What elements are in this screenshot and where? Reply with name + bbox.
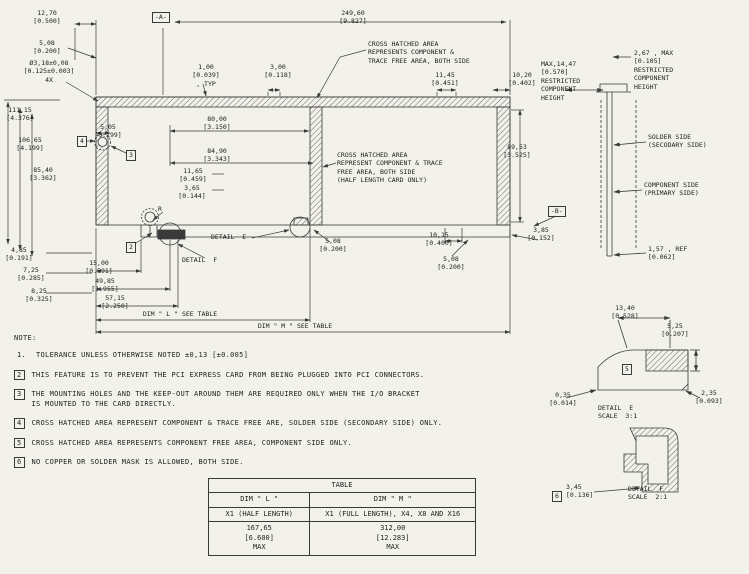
detail-e-view [565,315,701,399]
dim-7-25: 7,25 [0.285] [17,266,45,283]
dim-table-col-l-header: DIM " L " [207,492,311,508]
radius-label: R [158,205,162,213]
notes-section: NOTE: 1. TOLERANCE UNLESS OTHERWISE NOTE… [14,334,574,477]
dim-5-05: 5,05 [0.199] [94,123,122,140]
callout-hatch-top: CROSS HATCHED AREA REPRESENTS COMPONENT … [368,40,470,65]
note-text-1: TOLERANCE UNLESS OTHERWISE NOTED ±0,13 [… [36,351,249,360]
thickness-ref-label: 1,57 , REF [0.062] [648,245,688,262]
detail-f-caption: DETAIL F SCALE 2:1 [628,485,668,502]
detail-e-dim-0-35: 0,35 [0.014] [549,391,577,408]
dim-15-00: 15,00 [0.591] [85,259,113,276]
note-item-3: 3 THE MOUNTING HOLES AND THE KEEP-OUT AR… [14,389,574,409]
dim-table-title: TABLE [208,477,476,494]
restricted-height-right-label: 2,67 , MAX [0.105] RESTRICTED COMPONENT … [634,49,674,91]
note-text-6: NO COPPER OR SOLDER MASK IS ALLOWED, BOT… [31,458,244,467]
dim-3-00: 3,00 [0.118] [264,63,292,80]
bracket-side-view [565,54,647,257]
dim-57-15: 57,15 [2.250] [101,294,129,311]
dim-249-60: 249,60 [9.827] [339,9,367,26]
note-flag-5: 5 [622,364,632,376]
dim-table-col-m-header: DIM " M " [309,492,476,508]
dim-m-see-table: DIM " M " SEE TABLE [257,322,333,330]
notes-heading: NOTE: [14,334,37,342]
dim-1-00-typ: 1,00 [0.039] , TYP [192,63,220,88]
dim-85-40: 85,40 [3.362] [29,166,57,183]
dim-12-70: 12,70 [0.500] [33,9,61,26]
note-number-6: 6 [14,457,25,468]
dim-11-65: 11,65 [0.459] [179,167,207,184]
note-flag-2: 2 [126,242,136,254]
dim-8-25: 8,25 [0.325] [25,287,53,304]
detail-e-reference: DETAIL E [211,233,247,241]
dim-10-20: 10,20 [0.402] [508,71,536,88]
dim-table-col-m-value: 312,00 [12.283] MAX [309,521,476,556]
dim-hole-diameter: Ø3,18±0,08 [0.125±0.003] 4X [23,59,75,84]
detail-f-dim-3-45: 3,45 [0.136] [566,483,594,500]
dim-table: TABLE DIM " L " DIM " M " X1 (HALF LENGT… [207,477,476,556]
note-item-6: 6 NO COPPER OR SOLDER MASK IS ALLOWED, B… [14,457,574,468]
note-item-5: 5 CROSS HATCHED AREA REPRESENTS COMPONEN… [14,437,574,449]
note-flag-6: 6 [552,491,562,503]
note-flag-3: 3 [126,150,136,162]
note-number-3: 3 [14,389,25,400]
note-text-5: CROSS HATCHED AREA REPRESENTS COMPONENT … [31,438,353,447]
solder-side-label: SOLDER SIDE (SECODARY SIDE) [648,133,707,150]
dim-89-53: 89,53 [3.525] [503,143,531,160]
dim-5-08-bottom: 5,08 [0.200] [437,255,465,272]
note-text-2: THIS FEATURE IS TO PREVENT THE PCI EXPRE… [31,370,425,379]
dim-11-45: 11,45 [0.451] [431,71,459,88]
datum-a-flag: -A- [152,12,170,24]
dim-5-08-top: 5,08 [0.200] [33,39,61,56]
note-number-5: 5 [14,437,25,449]
detail-f-view [593,427,679,493]
dim-49-85: 49,85 [1.955] [91,277,119,294]
note-item-4: 4 CROSS HATCHED AREA REPRESENT COMPONENT… [14,418,574,429]
callout-hatch-mid: CROSS HATCHED AREA REPRESENT COMPONENT &… [337,151,443,185]
dim-l-see-table: DIM " L " SEE TABLE [142,310,218,318]
dim-table-col-m-sub: X1 (FULL LENGTH), X4, X8 AND X16 [309,506,476,523]
dim-106-65: 106,65 [4.199] [16,136,44,153]
detail-e-dim-13-40: 13,40 [0.528] [611,304,639,321]
datum-b-flag: -B- [548,206,566,218]
note-number-1: 1. [17,351,27,360]
note-text-3: THE MOUNTING HOLES AND THE KEEP-OUT AROU… [31,390,420,409]
dim-table-col-l-sub: X1 (HALF LENGTH) [207,506,311,523]
note-flag-4: 4 [77,136,87,148]
detail-e-dim-5-25: 5,25 [0.207] [661,322,689,339]
note-item-2: 2 THIS FEATURE IS TO PREVENT THE PCI EXP… [14,369,574,381]
detail-f-reference: DETAIL F [182,256,218,264]
dim-4-85: 4,85 [0.191] [5,246,33,263]
detail-e-caption: DETAIL E SCALE 3:1 [598,404,638,421]
restricted-height-left-label: MAX,14,47 [0.570] RESTRICTED COMPONENT H… [541,60,581,102]
dim-5-08-mid: 5,08 [0.200] [319,237,347,254]
dim-table-col-l-value: 167,65 [6.600] MAX [207,521,311,556]
dim-3-65: 3,65 [0.144] [178,184,206,201]
note-item-1: 1. TOLERANCE UNLESS OTHERWISE NOTED ±0,1… [14,350,574,360]
dim-10-15: 10,15 [0.400] [425,231,453,248]
note-text-4: CROSS HATCHED AREA REPRESENT COMPONENT &… [31,419,443,428]
dim-84-90: 84,90 [3.343] [203,147,231,164]
note-number-2: 2 [14,369,25,381]
component-side-label: COMPONENT SIDE (PRIMARY SIDE) [644,181,699,198]
note-number-4: 4 [14,418,25,429]
dimension-lines [4,20,557,334]
dim-80-00: 80,00 [3.150] [203,115,231,132]
dim-111-15: 111,15 [4.376] [6,106,34,123]
dim-3-85: 3,85 [0.152] [527,226,555,243]
detail-e-dim-2-35: 2,35 [0.093] [695,389,723,406]
card-top-view [94,96,511,246]
